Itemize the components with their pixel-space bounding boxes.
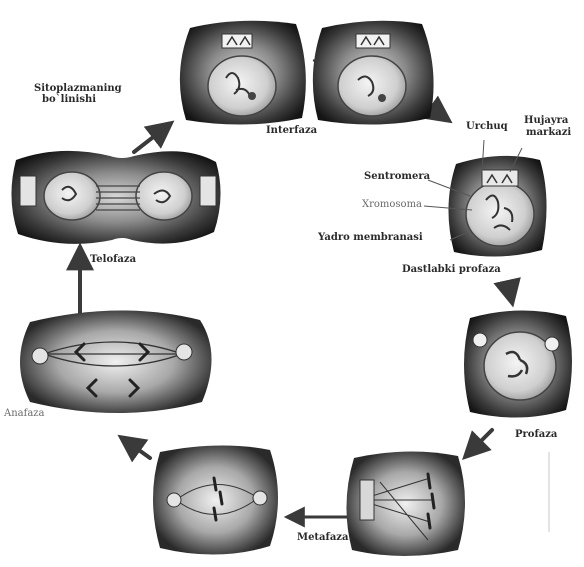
anaphase-cell [20,310,212,413]
label-cytokinesis-line1: Sitoplazmaning [34,84,122,95]
interphase-cell-right [313,21,434,125]
label-prophase: Profaza [515,430,557,441]
arrow-prophase-to-metaphase [466,430,492,456]
label-cytokinesis-line2: bo`linishi [42,95,96,106]
prophase-cell [464,310,572,417]
metaphase-cell-b [346,451,465,556]
label-metaphase: Metafaza [297,533,348,544]
label-chromosome: Xromosoma [362,200,422,211]
interphase-cell-left [180,21,306,125]
metaphase-cell-a [153,445,278,554]
label-nuclear-membrane: Yadro membranasi [318,233,423,244]
label-telophase: Telofaza [90,255,136,266]
label-interphase: Interfaza [266,126,317,137]
arrow-telophase-to-interphase [134,124,170,152]
label-early-prophase: Dastlabki profaza [402,265,501,276]
arrow-early-prophase-to-prophase [508,284,512,302]
early-prophase-cell [448,156,546,257]
label-anaphase: Anafaza [4,409,45,420]
label-cell-center-line2: markazi [526,128,571,139]
label-cell-center-line1: Hujayra [524,116,568,127]
arrow-metaphase-to-anaphase [122,438,150,458]
telophase-cell [11,151,220,244]
label-centromere: Sentromera [364,172,430,183]
label-centriole: Urchuq [466,122,508,133]
